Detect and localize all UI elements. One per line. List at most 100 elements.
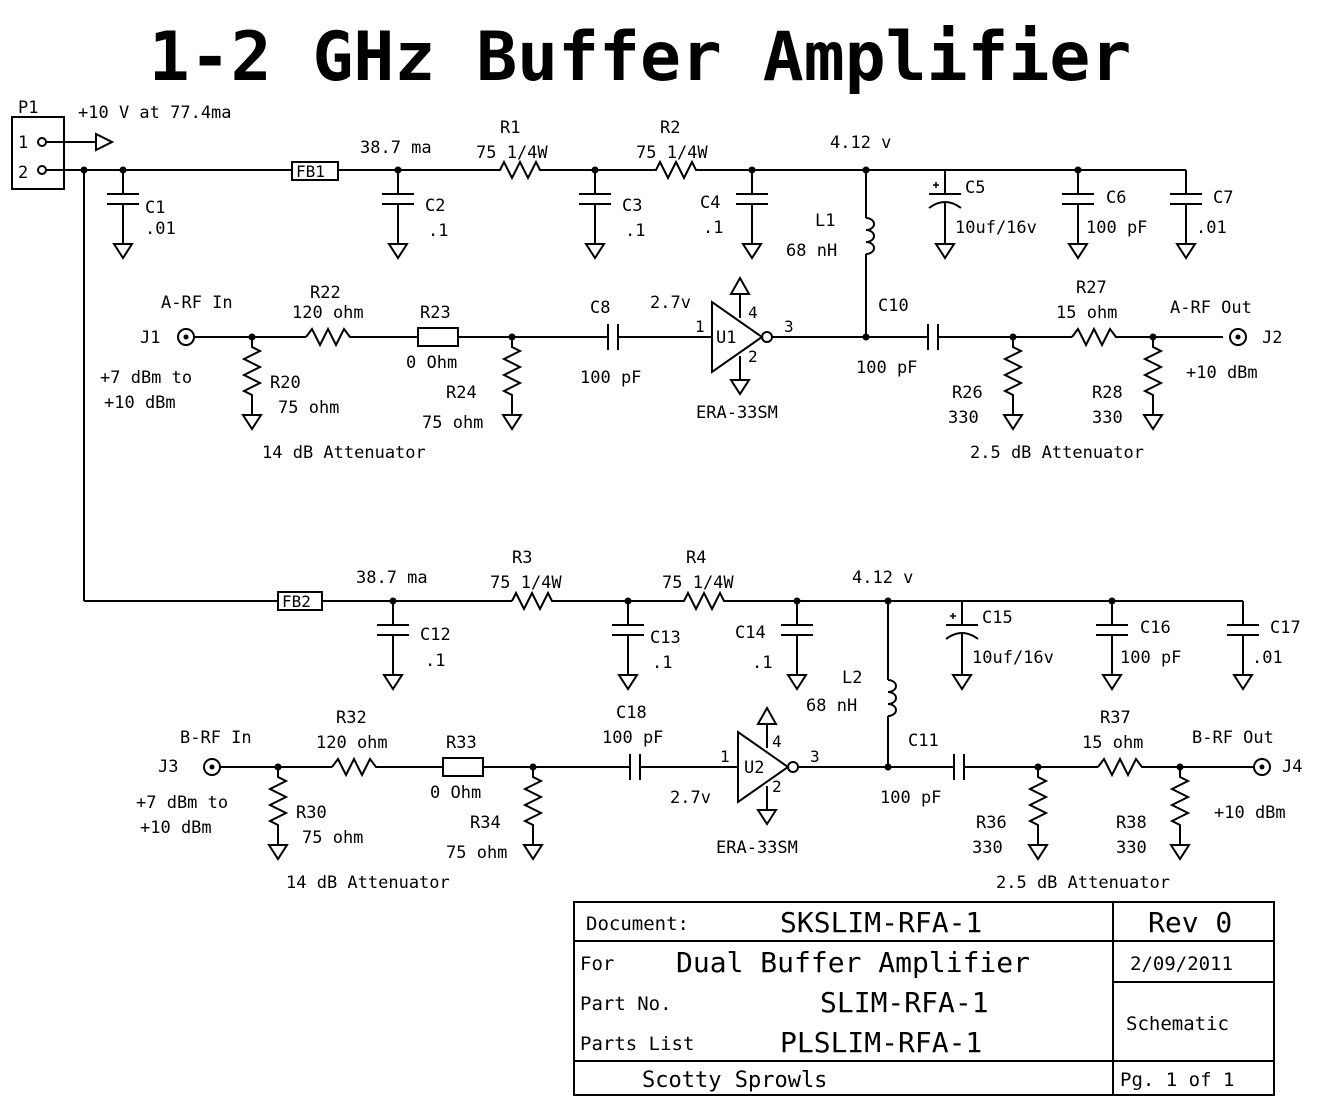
c8-value: 100 pF <box>580 368 641 388</box>
r34-value: 75 ohm <box>446 843 507 863</box>
u1-pin2: 2 <box>748 347 758 366</box>
r1-value: 75 1/4W <box>476 143 548 163</box>
c13-value: .1 <box>652 653 672 673</box>
u2-ref: U2 <box>744 758 764 778</box>
j4-jack <box>1253 758 1271 776</box>
l2-ref: L2 <box>842 668 862 688</box>
a-in-level-2: +10 dBm <box>104 393 176 413</box>
r38-ref: R38 <box>1116 813 1147 833</box>
c8-ref: C8 <box>590 298 610 318</box>
r1-ref: R1 <box>500 118 520 138</box>
connector-p1: P1 1 2 +10 V at 77.4ma <box>11 98 232 190</box>
p1-pin1: 1 <box>18 133 28 153</box>
u1-pin1: 1 <box>695 317 705 336</box>
c17-ref: C17 <box>1270 618 1301 638</box>
r30-value: 75 ohm <box>302 828 363 848</box>
b-out-level: +10 dBm <box>1214 803 1286 823</box>
u1-voltage: 2.7v <box>650 293 691 313</box>
r33-ref: R33 <box>446 733 477 753</box>
r24-value: 75 ohm <box>422 413 483 433</box>
drawing-type: Schematic <box>1126 1013 1229 1035</box>
parts-list-number: PLSLIM-RFA-1 <box>780 1026 982 1059</box>
r22-value: 120 ohm <box>292 303 364 323</box>
c10-value: 100 pF <box>856 358 917 378</box>
fb2-label: FB2 <box>282 592 311 611</box>
j4-label: J4 <box>1282 757 1302 777</box>
parts-list-label: Parts List <box>580 1033 694 1055</box>
c11-value: 100 pF <box>880 788 941 808</box>
c1-ref: C1 <box>145 198 165 218</box>
channel-b-power: FB2 38.7 ma C12 .1 R3 75 1/4W C13 .1 R4 … <box>83 170 1301 767</box>
b-rf-out-label: B-RF Out <box>1192 728 1274 748</box>
u1-pin3: 3 <box>784 317 794 336</box>
node-voltage-b: 4.12 v <box>852 568 913 588</box>
b-rf-in-label: B-RF In <box>180 728 252 748</box>
c11-ref: C11 <box>908 731 939 751</box>
node-voltage-a: 4.12 v <box>830 133 891 153</box>
c16-value: 100 pF <box>1120 648 1181 668</box>
u1-amplifier <box>711 300 764 374</box>
r3-ref: R3 <box>512 548 532 568</box>
r22-ref: R22 <box>310 283 341 303</box>
r4-ref: R4 <box>686 548 706 568</box>
c7-value: .01 <box>1196 218 1227 238</box>
c18-ref: C18 <box>616 703 647 723</box>
current-b: 38.7 ma <box>356 568 428 588</box>
supply-label: +10 V at 77.4ma <box>78 103 232 123</box>
r2-value: 75 1/4W <box>636 143 708 163</box>
j1-label: J1 <box>140 328 160 348</box>
b-atten-in: 14 dB Attenuator <box>286 873 450 893</box>
b-atten-out: 2.5 dB Attenuator <box>996 873 1170 893</box>
c5-ref: C5 <box>965 178 985 198</box>
c3-value: .1 <box>625 221 645 241</box>
u2-amplifier <box>737 730 790 804</box>
c2-value: .1 <box>428 221 448 241</box>
p1-pin2: 2 <box>18 163 28 183</box>
c14-value: .1 <box>752 653 772 673</box>
title-block: Document: SKSLIM-RFA-1 Rev 0 For Dual Bu… <box>573 901 1275 1096</box>
u2-part: ERA-33SM <box>716 838 798 858</box>
r23-ref: R23 <box>420 303 451 323</box>
c4-ref: C4 <box>700 193 720 213</box>
r37-value: 15 ohm <box>1082 733 1143 753</box>
c18-value: 100 pF <box>602 728 663 748</box>
c6-value: 100 pF <box>1086 218 1147 238</box>
a-atten-out: 2.5 dB Attenuator <box>970 443 1144 463</box>
c15-ref: C15 <box>982 608 1013 628</box>
c14-ref: C14 <box>735 623 766 643</box>
r37-ref: R37 <box>1100 708 1131 728</box>
c3-ref: C3 <box>622 196 642 216</box>
u2-voltage: 2.7v <box>670 788 711 808</box>
j3-label: J3 <box>158 757 178 777</box>
r26-value: 330 <box>948 408 979 428</box>
u2-pin4: 4 <box>772 732 782 751</box>
for-value: Dual Buffer Amplifier <box>676 946 1030 979</box>
r30-ref: R30 <box>296 803 327 823</box>
r20-value: 75 ohm <box>278 398 339 418</box>
u1-part: ERA-33SM <box>696 403 778 423</box>
r38-value: 330 <box>1116 838 1147 858</box>
a-rf-out-label: A-RF Out <box>1170 298 1252 318</box>
c6-ref: C6 <box>1106 188 1126 208</box>
b-in-level-1: +7 dBm to <box>136 793 228 813</box>
c17-value: .01 <box>1252 648 1283 668</box>
date: 2/09/2011 <box>1130 953 1233 975</box>
r32-ref: R32 <box>336 708 367 728</box>
r2-ref: R2 <box>660 118 680 138</box>
r28-value: 330 <box>1092 408 1123 428</box>
c15-value: 10uf/16v <box>972 648 1054 668</box>
document-label: Document: <box>586 913 689 935</box>
channel-a-power: C1 .01 FB1 38.7 ma C2 .1 R1 75 1/4W C3 .… <box>46 118 1233 335</box>
p1-label: P1 <box>18 98 38 118</box>
a-rf-in-label: A-RF In <box>161 293 233 313</box>
part-label: Part No. <box>580 993 672 1015</box>
r20-ref: R20 <box>270 373 301 393</box>
channel-a-signal: A-RF In J1 +7 dBm to +10 dBm R20 75 ohm … <box>100 275 1282 463</box>
revision: Rev 0 <box>1148 906 1232 939</box>
l1-ref: L1 <box>815 211 835 231</box>
fb1-label: FB1 <box>296 162 325 181</box>
c10-ref: C10 <box>878 296 909 316</box>
c1-value: .01 <box>145 219 176 239</box>
l1-value: 68 nH <box>786 241 837 261</box>
c12-value: .1 <box>425 651 445 671</box>
